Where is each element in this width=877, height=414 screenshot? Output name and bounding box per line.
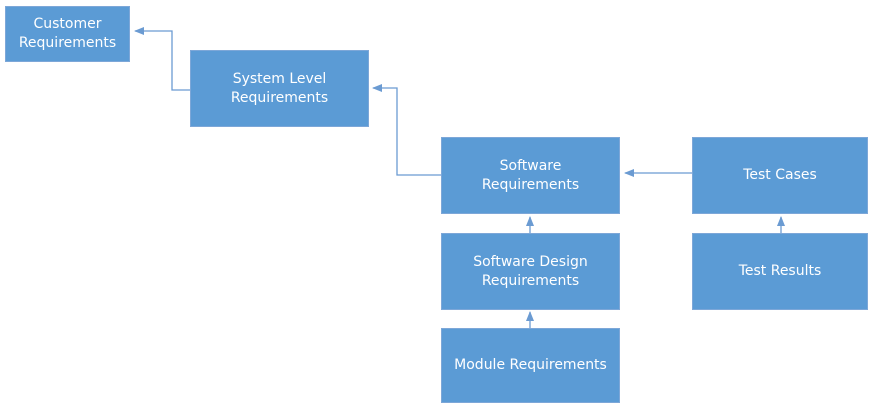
node-test-cases-label: Test Cases [743, 167, 817, 183]
node-software-requirements-label: Software Requirements [481, 157, 580, 193]
node-test-results-label: Test Results [738, 263, 822, 279]
node-software-design-requirements-label: Software Design Requirements [473, 253, 588, 289]
node-customer-requirements: Customer Requirements [5, 6, 130, 62]
node-module-requirements-label: Module Requirements [454, 357, 607, 373]
node-test-cases: Test Cases [692, 137, 868, 214]
edge-software-to-system [372, 84, 441, 176]
node-software-requirements: Software Requirements [441, 137, 620, 214]
edge-system-to-customer [134, 27, 190, 91]
node-test-results: Test Results [692, 233, 868, 310]
node-customer-requirements-label: Customer Requirements [18, 16, 117, 51]
node-system-level-requirements: System Level Requirements [190, 50, 369, 127]
node-system-level-requirements-label: System Level Requirements [230, 70, 329, 106]
node-module-requirements: Module Requirements [441, 328, 620, 403]
node-software-design-requirements: Software Design Requirements [441, 233, 620, 310]
